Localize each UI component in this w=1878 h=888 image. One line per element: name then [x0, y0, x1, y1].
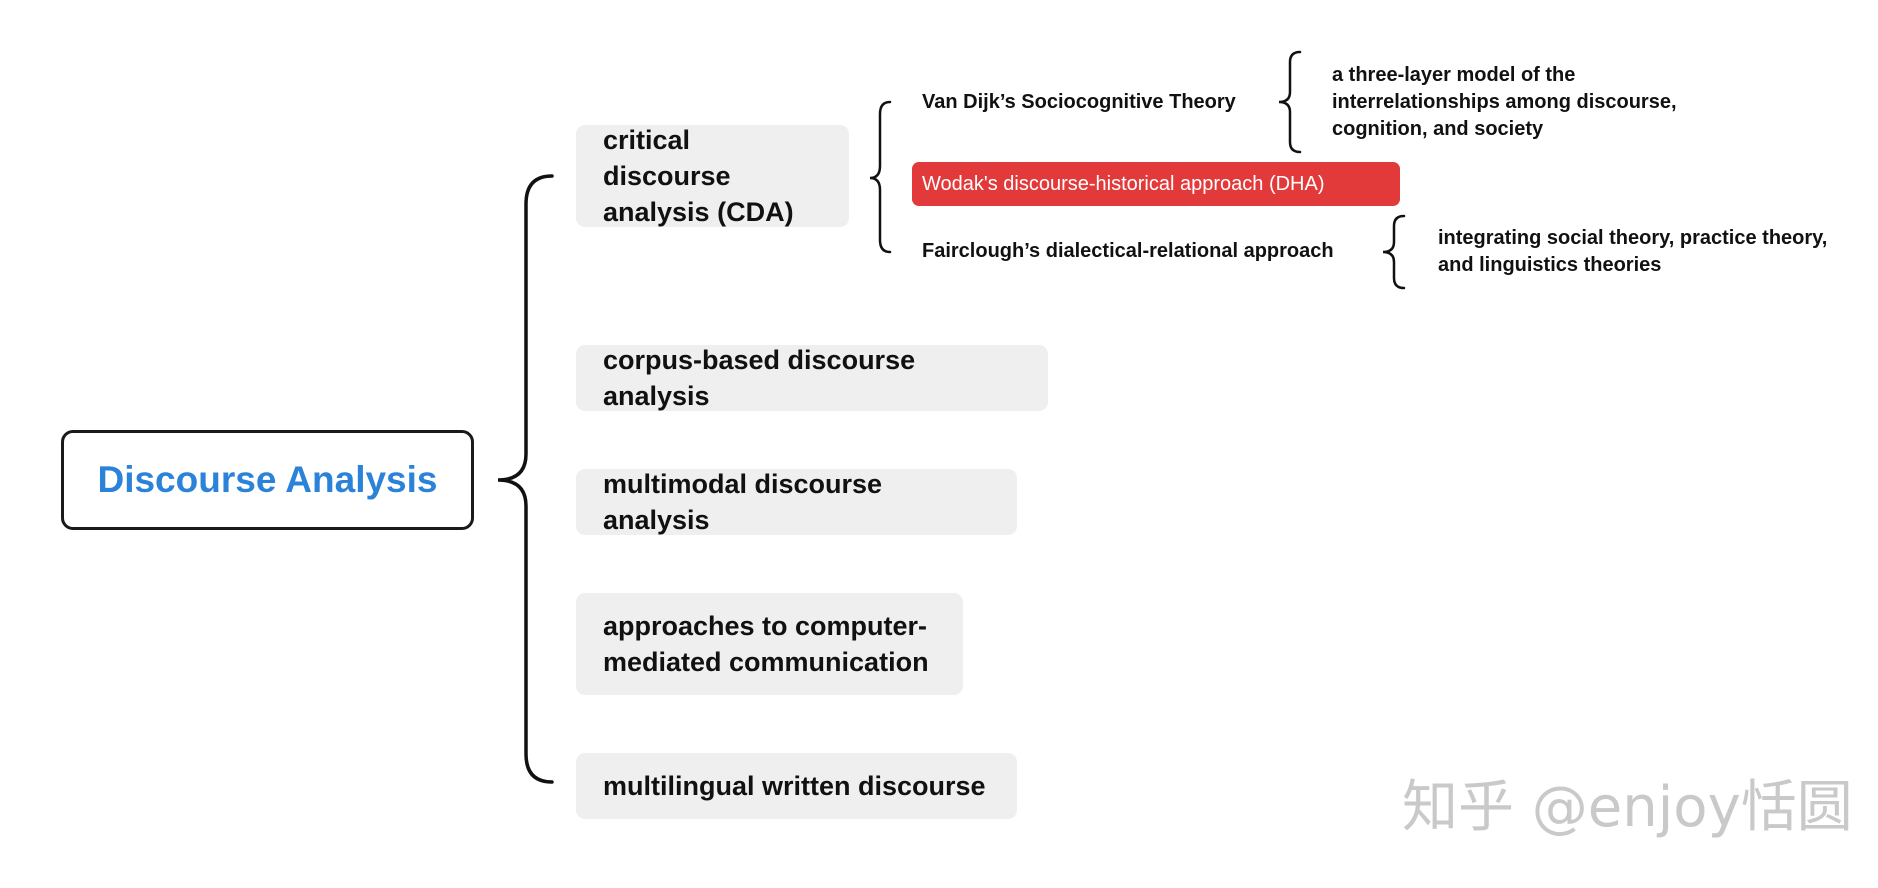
- branch-corpus: corpus-based discourse analysis: [576, 345, 1048, 411]
- main-brace: [497, 174, 554, 784]
- branch-cmc: approaches to computer-mediated communic…: [576, 593, 963, 695]
- root-label: Discourse Analysis: [97, 459, 438, 500]
- root-node: Discourse Analysis: [61, 430, 474, 530]
- vandijk-brace: [1278, 50, 1302, 154]
- branch-cda: critical discourse analysis (CDA): [576, 125, 849, 227]
- branch-multimodal: multimodal discourse analysis: [576, 469, 1017, 535]
- detail-fairclough: integrating social theory, practice theo…: [1438, 227, 1828, 276]
- cda-brace: [869, 100, 892, 254]
- fairclough-brace: [1382, 214, 1406, 290]
- leaf-wodak-highlighted: Wodak's discourse-historical approach (D…: [912, 162, 1400, 206]
- watermark: 知乎 @enjoy恬圆: [1402, 775, 1853, 840]
- branch-multilingual: multilingual written discourse: [576, 753, 1017, 819]
- leaf-fairclough: Fairclough’s dialectical-relational appr…: [922, 240, 1334, 262]
- leaf-van-dijk: Van Dijk’s Sociocognitive Theory: [922, 91, 1236, 113]
- detail-van-dijk: a three-layer model of the interrelation…: [1332, 64, 1677, 140]
- branch-label: critical discourse analysis (CDA): [603, 125, 794, 227]
